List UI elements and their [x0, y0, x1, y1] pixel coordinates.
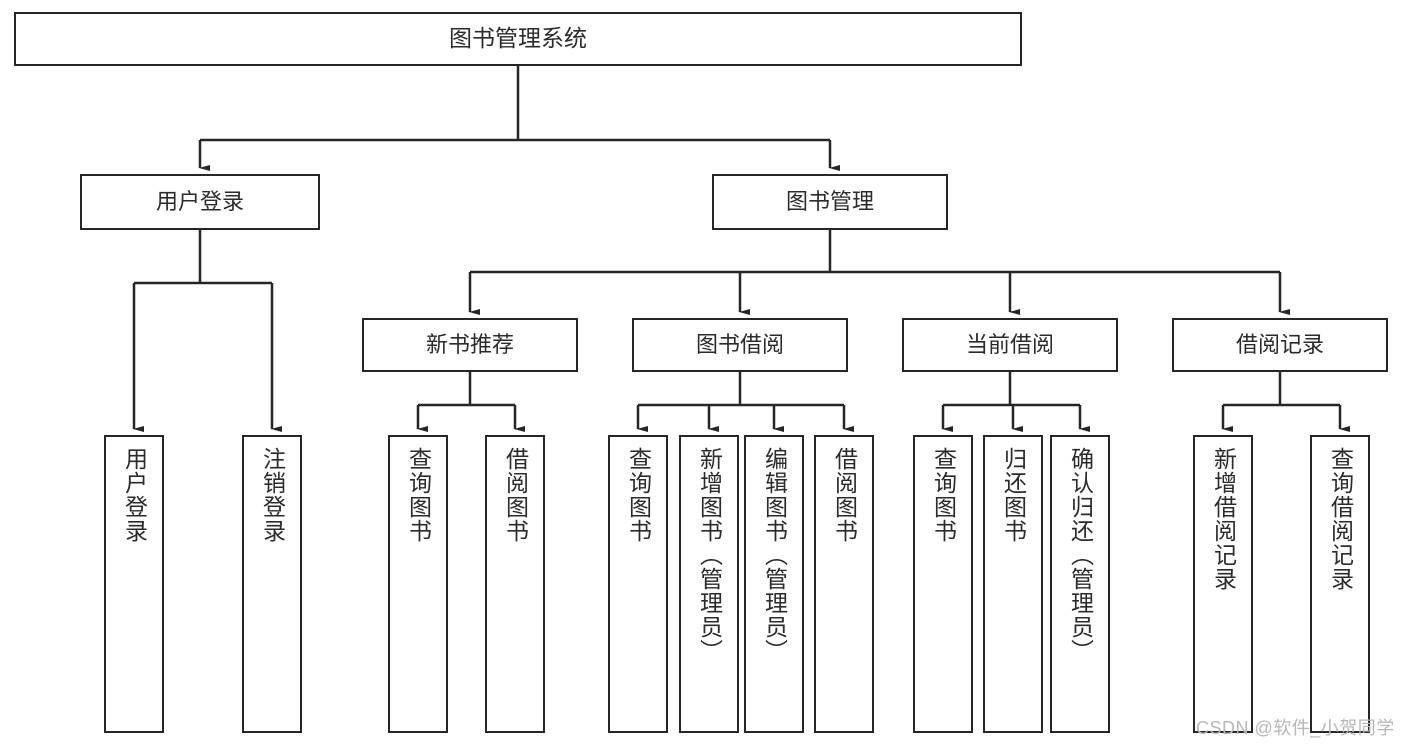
node-user-login[interactable]: 用户登录 [80, 174, 320, 230]
node-leaf-confirm-return[interactable]: 确认归还（管理员） [1050, 435, 1110, 733]
node-label: 注销登录 [259, 447, 286, 543]
node-label: 查询图书 [930, 447, 957, 543]
node-leaf-query-book-recommend[interactable]: 查询图书 [388, 435, 448, 733]
node-label: 确认归还（管理员） [1067, 447, 1094, 663]
node-label: 借阅图书 [502, 447, 529, 543]
node-label: 查询图书 [405, 447, 432, 543]
node-new-book-recommend[interactable]: 新书推荐 [362, 318, 578, 372]
node-book-management[interactable]: 图书管理 [712, 174, 948, 230]
node-label: 新增借阅记录 [1210, 447, 1237, 591]
node-label: 图书管理 [785, 189, 874, 215]
node-leaf-add-book[interactable]: 新增图书（管理员） [679, 435, 739, 733]
node-borrow-record[interactable]: 借阅记录 [1172, 318, 1388, 372]
node-root[interactable]: 图书管理系统 [14, 12, 1022, 66]
node-leaf-user-login[interactable]: 用户登录 [104, 435, 164, 733]
node-leaf-edit-book[interactable]: 编辑图书（管理员） [744, 435, 804, 733]
node-leaf-borrow-book[interactable]: 借阅图书 [814, 435, 874, 733]
node-label: 用户登录 [121, 447, 148, 543]
node-label: 当前借阅 [965, 332, 1054, 358]
node-label: 用户登录 [155, 189, 244, 215]
node-leaf-query-book-current[interactable]: 查询图书 [913, 435, 973, 733]
node-leaf-return-book[interactable]: 归还图书 [983, 435, 1043, 733]
node-label: 编辑图书（管理员） [761, 447, 788, 663]
node-leaf-query-book-borrow[interactable]: 查询图书 [608, 435, 668, 733]
node-label: 归还图书 [1000, 447, 1027, 543]
node-leaf-add-borrow-record[interactable]: 新增借阅记录 [1193, 435, 1253, 733]
node-label: 图书借阅 [695, 332, 784, 358]
node-book-borrow[interactable]: 图书借阅 [632, 318, 848, 372]
node-label: 借阅记录 [1235, 332, 1324, 358]
node-label: 查询借阅记录 [1327, 447, 1354, 591]
node-current-borrow[interactable]: 当前借阅 [902, 318, 1118, 372]
node-leaf-logout[interactable]: 注销登录 [242, 435, 302, 733]
node-leaf-borrow-book-recommend[interactable]: 借阅图书 [485, 435, 545, 733]
connector-group [132, 66, 1350, 432]
node-label: 新增图书（管理员） [696, 447, 723, 663]
node-label: 新书推荐 [425, 332, 514, 358]
node-label: 借阅图书 [831, 447, 858, 543]
node-label: 图书管理系统 [449, 25, 587, 52]
csdn-watermark: CSDN @软件_小贺同学 [1196, 718, 1395, 738]
node-label: 查询图书 [625, 447, 652, 543]
node-leaf-query-borrow-record[interactable]: 查询借阅记录 [1310, 435, 1370, 733]
